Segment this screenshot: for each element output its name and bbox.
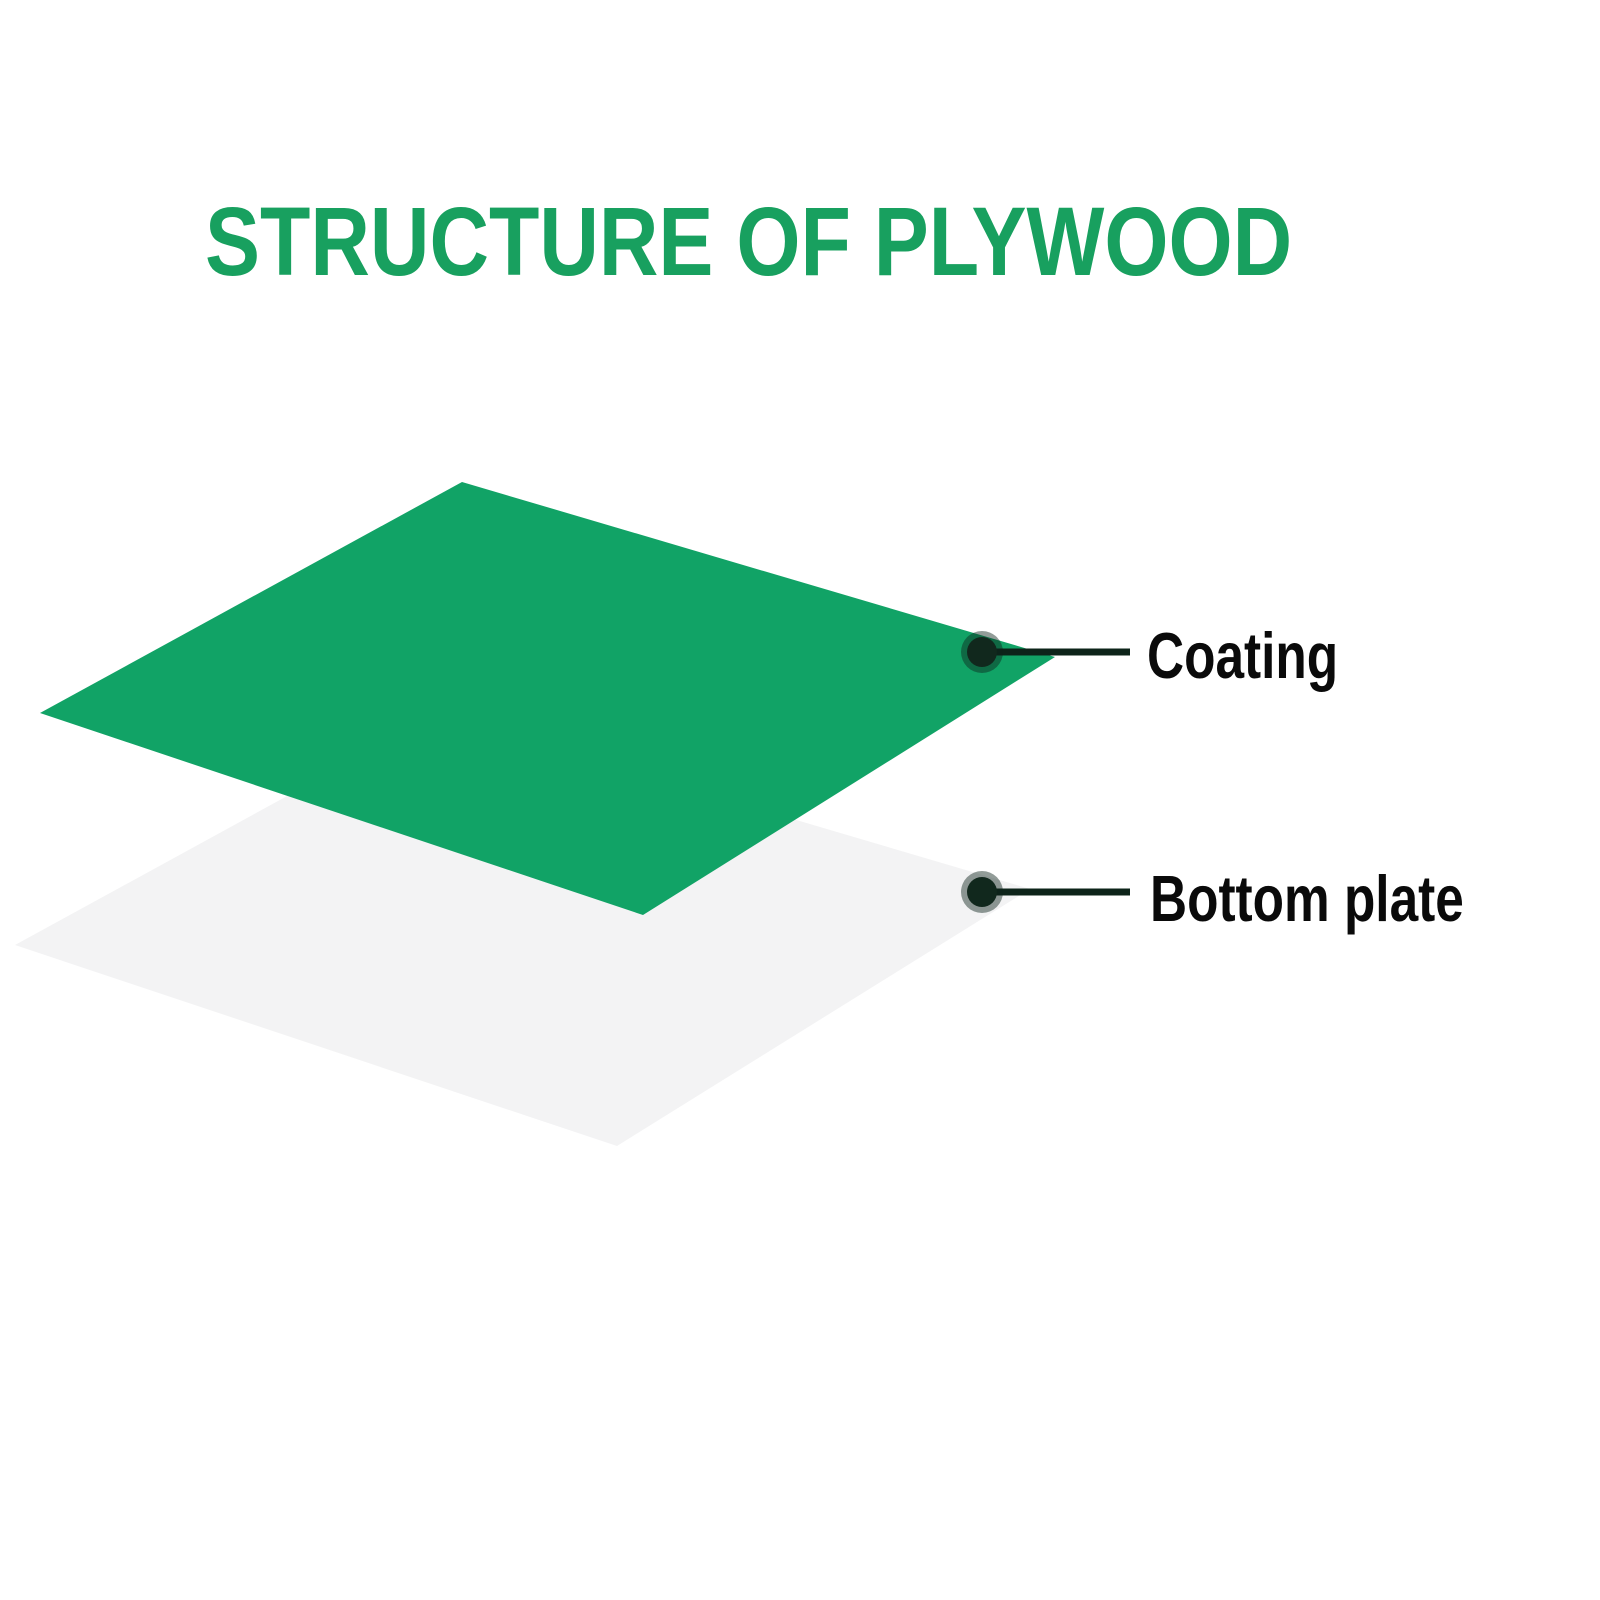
bottom-plate-label: Bottom plate: [1150, 866, 1547, 931]
page-title-text: STRUCTURE OF PLYWOOD: [205, 187, 1293, 296]
bottom-plate-connector-dot: [967, 877, 997, 907]
bottom-plate-label-text: Bottom plate: [1150, 862, 1464, 935]
coating-connector-dot: [967, 637, 997, 667]
page-title: STRUCTURE OF PLYWOOD: [205, 193, 1484, 290]
coating-sheet: [40, 482, 1055, 915]
coating-label: Coating: [1147, 623, 1389, 688]
coating-label-text: Coating: [1147, 619, 1339, 692]
